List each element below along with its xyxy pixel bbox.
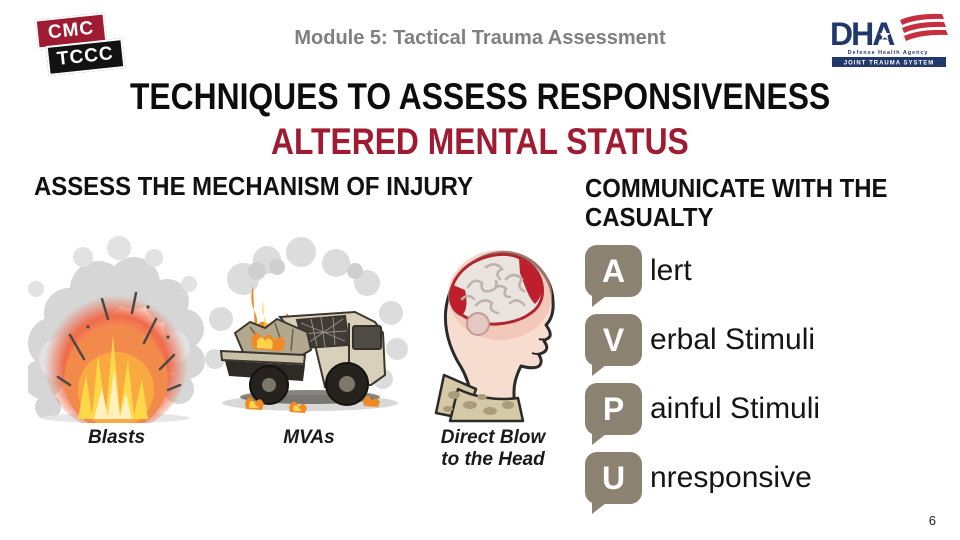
avpu-letter: U xyxy=(601,460,626,496)
avpu-label: erbal Stimuli xyxy=(650,323,816,356)
head-brain-injury-icon xyxy=(434,250,555,423)
avpu-letter: A xyxy=(601,253,626,289)
communicate-heading-line2: CASUALTY xyxy=(585,202,714,232)
mechanism-images xyxy=(23,227,576,432)
dha-star-icon xyxy=(879,29,891,40)
crashed-vehicle-illustration xyxy=(205,227,413,423)
speech-bubble-v-icon: V xyxy=(585,314,642,376)
caption-direct-blow: Direct Blow to the Head xyxy=(440,427,546,470)
avpu-item-verbal: V erbal Stimuli xyxy=(585,313,950,376)
mechanism-captions: Blasts MVAs Direct Blow to the Head xyxy=(28,427,576,471)
avpu-label: ainful Stimuli xyxy=(650,392,821,425)
caption-mvas: MVAs xyxy=(283,427,335,448)
avpu-item-unresponsive: U nresponsive xyxy=(585,451,950,514)
dha-banner-text: JOINT TRAUMA SYSTEM xyxy=(844,61,934,67)
avpu-label: nresponsive xyxy=(650,461,812,494)
mechanism-heading: ASSESS THE MECHANISM OF INJURY xyxy=(34,171,474,201)
avpu-list: A lert V erbal Stimuli P ainful Stimuli … xyxy=(585,244,950,514)
title-line-2: ALTERED MENTAL STATUS xyxy=(271,121,689,162)
avpu-letter: P xyxy=(602,391,625,427)
crashed-vehicle-icon xyxy=(205,237,408,413)
communicate-heading-line1: COMMUNICATE WITH THE xyxy=(585,173,888,203)
communicate-section: COMMUNICATE WITH THE CASUALTY A lert V e… xyxy=(585,174,950,520)
speech-bubble-a-icon: A xyxy=(585,245,642,307)
slide-title: TECHNIQUES TO ASSESS RESPONSIVENESS ALTE… xyxy=(0,78,960,168)
speech-bubble-u-icon: U xyxy=(585,452,642,514)
dha-flag-stripes-icon xyxy=(900,13,948,41)
dha-tagline: Defense Health Agency xyxy=(848,50,929,56)
mechanism-section: ASSESS THE MECHANISM OF INJURY xyxy=(23,171,576,471)
page-number: 6 xyxy=(928,513,936,528)
dha-logo: DHA Defense Health Agency JOINT TRAUMA S… xyxy=(828,12,952,75)
title-line-1: TECHNIQUES TO ASSESS RESPONSIVENESS xyxy=(129,76,831,117)
speech-bubble-p-icon: P xyxy=(585,383,642,445)
avpu-item-alert: A lert xyxy=(585,244,950,307)
dha-banner xyxy=(832,57,946,67)
avpu-label: lert xyxy=(650,254,692,287)
explosion-illustration xyxy=(23,227,205,432)
module-title: Module 5: Tactical Trauma Assessment xyxy=(294,27,666,49)
avpu-item-painful: P ainful Stimuli xyxy=(585,382,950,445)
head-brain-injury-illustration xyxy=(413,227,573,423)
dha-logo-graphic: DHA Defense Health Agency JOINT TRAUMA S… xyxy=(830,13,948,67)
caption-blasts: Blasts xyxy=(87,427,146,448)
explosion-icon xyxy=(23,236,205,432)
avpu-letter: V xyxy=(602,322,625,358)
